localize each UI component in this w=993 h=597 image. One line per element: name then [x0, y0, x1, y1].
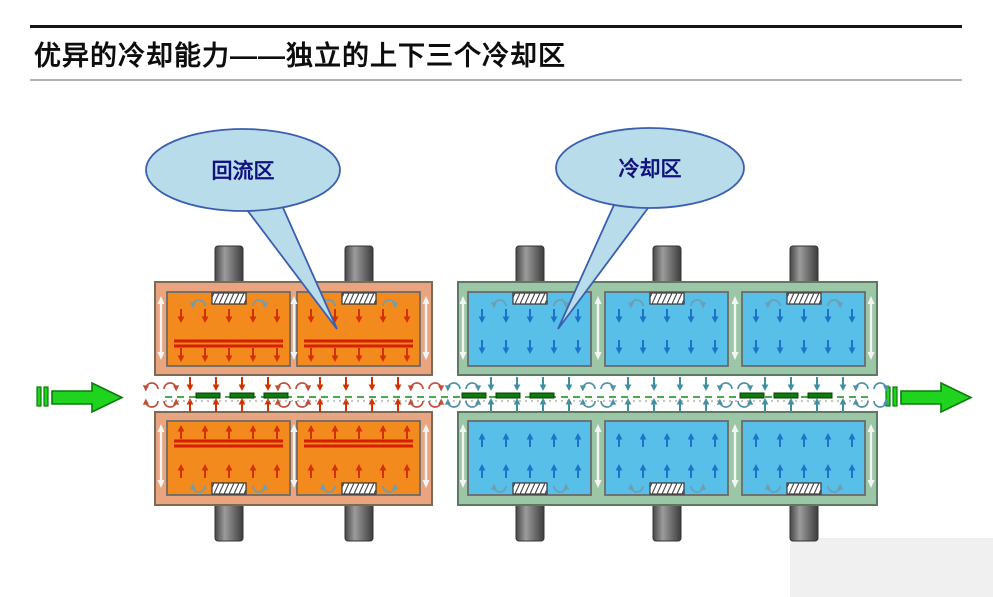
swirl-icon [406, 397, 424, 408]
page-title: 优异的冷却能力——独立的上下三个冷却区 [34, 41, 566, 71]
swirl-icon [600, 382, 618, 393]
exit-flow-arrow-icon [900, 381, 973, 414]
exit-arrow [885, 381, 973, 414]
fan-motor-icon [652, 245, 682, 285]
swirl-icon [715, 397, 733, 408]
pcb-board [739, 392, 765, 399]
swirl-icon [163, 382, 181, 393]
grill-icon [211, 292, 247, 305]
swirl-icon [465, 397, 483, 408]
fan-motors-bottom [214, 502, 819, 542]
callout-reflow-label: 回流区 [212, 159, 275, 183]
pcb-group-heating [195, 392, 289, 399]
swirl-icon [163, 397, 181, 408]
grill-icon [512, 482, 548, 495]
fan-motor-icon [214, 502, 244, 542]
pcb-board [461, 392, 487, 399]
hot-air-down-arrows [187, 377, 272, 391]
swirl-icon [851, 397, 869, 408]
grill-icon [649, 292, 685, 305]
callout-bubble [555, 127, 745, 209]
callout-cooling-zone: 冷却区 [555, 127, 745, 330]
swirl-icon [578, 382, 596, 393]
swirl-icon [273, 382, 291, 393]
fan-motor-icon [652, 502, 682, 542]
pcb-board [195, 392, 221, 399]
swirl-icon [295, 382, 313, 393]
swirl-icon [141, 397, 159, 408]
fan-motor-icon [515, 502, 545, 542]
callout-cooling-label: 冷却区 [619, 157, 682, 181]
swirl-icon [428, 397, 446, 408]
hot-air-down-arrows [317, 377, 402, 391]
grill-icon [512, 292, 548, 305]
pcb-board [229, 392, 255, 399]
entry-arrow [36, 381, 124, 414]
grill-icon [649, 482, 685, 495]
cool-air-down-arrows [762, 377, 847, 391]
callout-reflow-zone: 回流区 [145, 128, 341, 330]
fan-motor-icon [214, 245, 244, 285]
grill-icon [786, 292, 822, 305]
hot-air-up-arrows [317, 398, 402, 412]
callout-bubble [145, 128, 341, 212]
pcb-board [529, 392, 555, 399]
swirl-icon [443, 397, 461, 408]
pcb-board [773, 392, 799, 399]
pcb-board [495, 392, 521, 399]
fan-motor-icon [344, 502, 374, 542]
pcb-group-cooling-2 [739, 392, 833, 399]
cool-air-down-arrows [625, 377, 710, 391]
cool-air-down-arrows [488, 377, 573, 391]
fan-motor-icon [789, 245, 819, 285]
entry-flow-arrow-icon [51, 381, 124, 414]
cool-air-up-arrows [625, 398, 710, 412]
swirl-icon [737, 382, 755, 393]
entry-bar-icon [43, 386, 49, 407]
cooling-zones-bottom [467, 420, 866, 496]
swirl-icon [578, 397, 596, 408]
grill-icon [211, 482, 247, 495]
grill-icon [786, 482, 822, 495]
swirl-icon [273, 397, 291, 408]
pcb-board [263, 392, 289, 399]
swirl-icon [295, 397, 313, 408]
swirl-icon [443, 382, 461, 393]
entry-bar-icon [36, 386, 42, 407]
pcb-board [807, 392, 833, 399]
exit-bar-icon [892, 386, 898, 407]
swirl-icon [600, 397, 618, 408]
fan-motor-icon [789, 502, 819, 542]
pcb-group-cooling-1 [461, 392, 555, 399]
swirl-icon [465, 382, 483, 393]
swirl-icon [141, 382, 159, 393]
title-underline [30, 79, 962, 81]
grill-icon [341, 482, 377, 495]
swirl-icon [428, 382, 446, 393]
swirl-icon [851, 382, 869, 393]
fan-motor-icon [515, 245, 545, 285]
swirl-icon [737, 397, 755, 408]
cool-air-up-arrows [488, 398, 573, 412]
watermark-smudge [790, 538, 993, 597]
conveyor [165, 392, 870, 402]
swirl-icon [406, 382, 424, 393]
hot-air-up-arrows [187, 398, 272, 412]
swirl-icon [715, 382, 733, 393]
top-rule [30, 25, 962, 28]
grill-icon [341, 292, 377, 305]
fan-motor-icon [344, 245, 374, 285]
cool-air-up-arrows [762, 398, 847, 412]
